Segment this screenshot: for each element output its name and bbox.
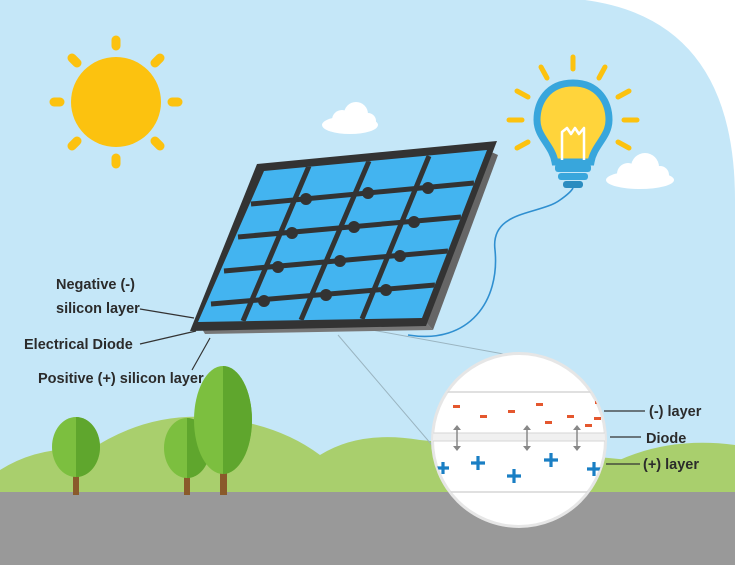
cloud-icon: [322, 102, 378, 134]
callout-negative-layer: (-) layer: [649, 404, 702, 420]
pointer-negative: [139, 308, 195, 319]
callout-diode: Diode: [646, 431, 687, 447]
magnify-line: [371, 329, 521, 358]
sun-icon: [49, 35, 183, 169]
pointer-positive: [191, 337, 211, 371]
magnified-cross-section: [431, 352, 607, 528]
label-negative-line2: silicon layer: [56, 301, 140, 317]
label-diode: Electrical Diode: [24, 337, 133, 353]
positive-charges: [437, 453, 601, 483]
light-bulb-icon: [506, 54, 640, 188]
hill-right: [600, 442, 735, 500]
callout-positive-layer: (+) layer: [643, 457, 700, 473]
tree-icon: [52, 417, 100, 495]
diode-arrows: [453, 425, 581, 451]
ground: [0, 492, 735, 565]
tree-icon: [194, 366, 252, 495]
solar-panel-icon: [190, 141, 498, 334]
cloud-icon: [606, 153, 674, 189]
label-positive: Positive (+) silicon layer: [38, 371, 204, 387]
pointer-diode: [139, 330, 197, 345]
wire: [407, 187, 574, 338]
label-negative-line1: Negative (-): [56, 277, 135, 293]
